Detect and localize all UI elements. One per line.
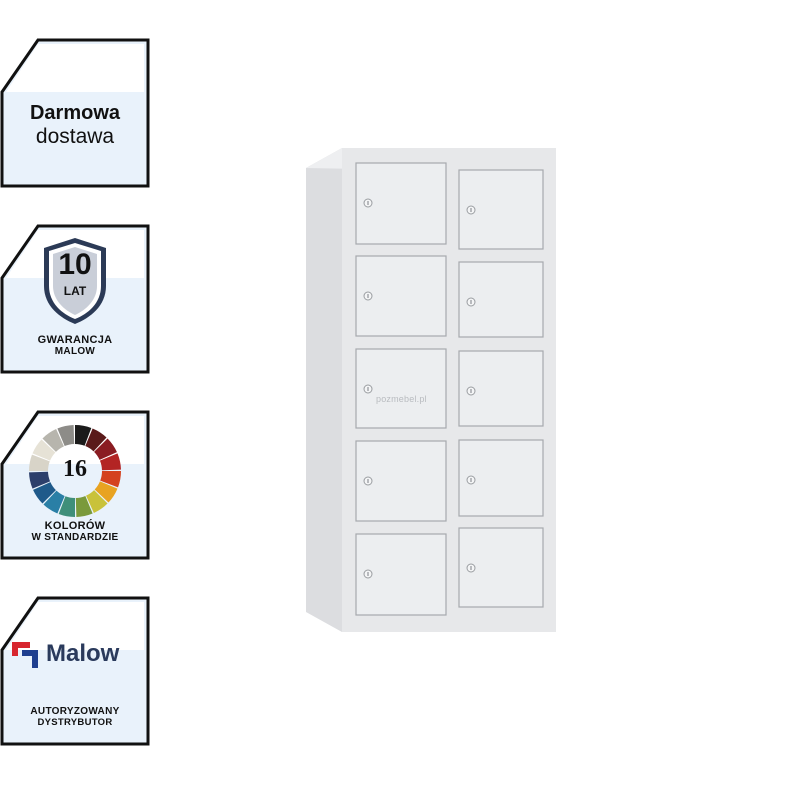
colors-number: 16 [63,456,87,482]
distributor-line2: DYSTRYBUTOR [37,717,113,728]
color-swatch [29,471,51,489]
cabinet-side [306,148,342,632]
color-swatch [86,490,108,513]
malow-logo-icon [12,642,38,668]
watermark: pozmebel.pl [376,394,427,404]
color-swatch [75,425,92,446]
colors-badge: 16 KOLORÓW W STANDARDZIE [0,410,150,560]
distributor-line1: AUTORYZOWANY [30,706,120,717]
colors-line1: KOLORÓW [44,520,106,532]
color-swatch [85,428,107,452]
color-swatch [99,453,121,471]
distributor-badge: Malow AUTORYZOWANY DYSTRYBUTOR [0,596,150,746]
color-swatch [42,429,64,452]
color-swatch [33,482,56,504]
delivery-line2: dostawa [35,125,115,148]
warranty-line2: MALOW [54,346,96,357]
badge-frame [0,38,150,188]
color-swatch [29,454,50,471]
brand-name: Malow [46,640,120,667]
color-swatch [94,438,117,460]
shield-icon [44,238,106,324]
color-swatch [75,495,93,517]
color-swatch [57,425,75,447]
color-swatch [100,471,121,488]
color-swatch [58,496,75,517]
warranty-badge: 10 LAT GWARANCJA MALOW [0,224,150,374]
color-swatch [43,490,65,514]
color-swatch [32,439,56,461]
color-wheel-icon [29,425,121,517]
delivery-line1: Darmowa [29,102,121,124]
warranty-line1: GWARANCJA [37,334,113,346]
color-swatch [94,481,118,503]
warranty-unit: LAT [63,284,87,298]
free-delivery-badge: Darmowa dostawa [0,38,150,188]
warranty-number: 10 [58,248,92,281]
badge-frame [0,596,150,746]
colors-line2: W STANDARDZIE [31,532,119,543]
